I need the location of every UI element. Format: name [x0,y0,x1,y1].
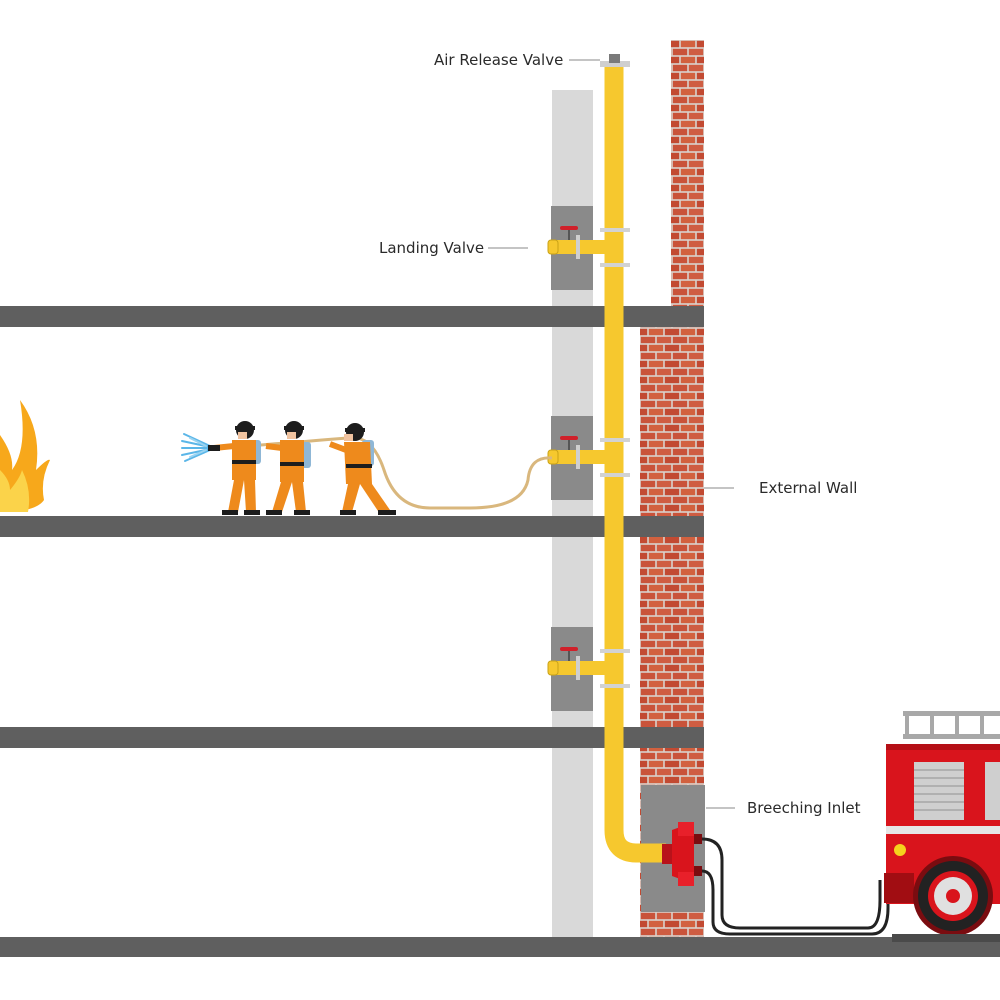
supply-hose [701,837,890,936]
label-external-wall: External Wall [759,479,858,497]
floor-slab [0,306,704,327]
ground-slab [0,937,1000,957]
fire-flame-icon [0,400,50,512]
firefighter-icon [208,421,261,515]
landing-valve-icon [547,436,608,469]
label-air-release-valve: Air Release Valve [434,51,564,69]
fire-truck-icon [884,711,1000,942]
floor-slab [0,727,704,748]
firefighter-icon [265,421,311,515]
floor-slab [0,516,704,537]
riser-pipe [600,54,666,863]
landing-valve-icon [547,647,608,680]
label-landing-valve: Landing Valve [379,239,485,257]
landing-valve-icon [547,226,608,259]
brick-wall-upper [671,40,704,308]
air-release-valve-icon [609,54,620,63]
firefighter-icon [328,423,396,515]
leader-lines [488,59,735,809]
breeching-inlet-icon [662,822,702,886]
water-spray-icon [181,433,211,462]
label-breeching-inlet: Breeching Inlet [747,799,861,817]
